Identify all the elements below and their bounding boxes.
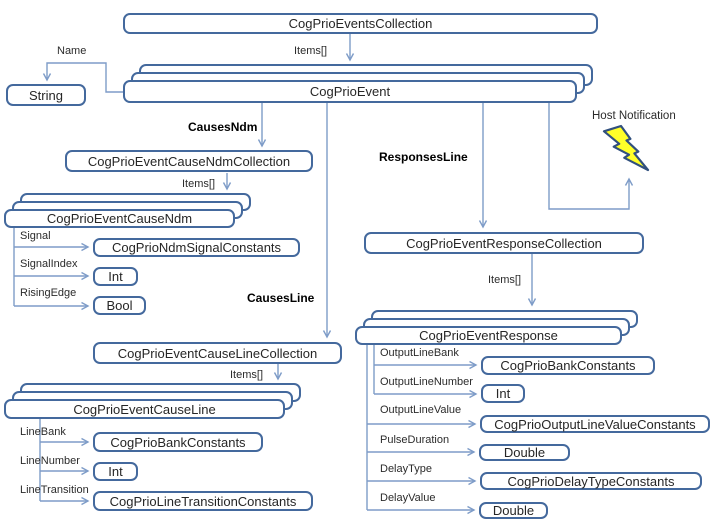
node-cogprioeventcauselinecollection: CogPrioEventCauseLineCollection [93, 342, 342, 364]
node-cogprioeventresponsecollection: CogPrioEventResponseCollection [364, 232, 644, 254]
edge-label-signal: Signal [20, 230, 51, 242]
node-cogpriolinetransitionconstants: CogPrioLineTransitionConstants [93, 491, 313, 511]
edge-label-items-line: Items[] [230, 369, 264, 381]
node-bool-risingedge: Bool [93, 296, 146, 315]
edge-host-notification [548, 103, 634, 210]
node-double-delayvalue: Double [479, 502, 548, 519]
edge-label-signal-index: SignalIndex [20, 258, 78, 270]
edge-label-output-line-value: OutputLineValue [380, 404, 462, 416]
edge-label-causes-line: CausesLine [247, 291, 315, 305]
edge-label-items-ndm: Items[] [182, 178, 216, 190]
node-cogprioeventscollection: CogPrioEventsCollection [123, 13, 598, 34]
edge-label-host-notification: Host Notification [592, 110, 676, 122]
node-cogpriondmsignalconstants: CogPrioNdmSignalConstants [93, 238, 300, 257]
node-cogprioeventresponse: CogPrioEventResponse [355, 326, 622, 345]
edge-label-line-number: LineNumber [20, 455, 80, 467]
node-cogprioeventcauseline: CogPrioEventCauseLine [4, 399, 285, 419]
node-cogpriooutputlinevalueconstants: CogPrioOutputLineValueConstants [480, 415, 710, 433]
edge-label-delay-type: DelayType [380, 463, 432, 475]
node-cogprioeventcausendm: CogPrioEventCauseNdm [4, 209, 235, 228]
edge-label-delay-value: DelayValue [380, 492, 436, 504]
node-int-outputlinenumber: Int [481, 384, 525, 403]
edge-label-items-top: Items[] [294, 45, 328, 57]
edge-label-rising-edge: RisingEdge [20, 287, 77, 299]
node-cogprioeventcausendmcollection: CogPrioEventCauseNdmCollection [65, 150, 313, 172]
edge-name [42, 62, 123, 93]
edge-label-output-line-bank: OutputLineBank [380, 347, 459, 359]
node-cogpriobankconstants-output: CogPrioBankConstants [481, 356, 655, 375]
edge-label-line-bank: LineBank [20, 426, 66, 438]
node-double-pulseduration: Double [479, 444, 570, 461]
lightning-bolt-icon [602, 124, 650, 172]
edge-label-responses-line: ResponsesLine [379, 150, 468, 164]
edge-label-pulse-duration: PulseDuration [380, 434, 450, 446]
node-cogpriodelaytypeconstants: CogPrioDelayTypeConstants [480, 472, 702, 490]
edge-label-name: Name [57, 45, 87, 57]
edge-label-output-line-number: OutputLineNumber [380, 376, 473, 388]
node-cogprioevent: CogPrioEvent [123, 80, 577, 103]
node-cogpriobankconstants-line: CogPrioBankConstants [93, 432, 263, 452]
node-string: String [6, 84, 86, 106]
node-int-linenumber: Int [93, 462, 138, 481]
edge-label-line-transition: LineTransition [20, 484, 89, 496]
node-int-signalindex: Int [93, 267, 138, 286]
edge-label-items-response: Items[] [488, 274, 522, 286]
edge-label-causes-ndm: CausesNdm [188, 120, 258, 134]
